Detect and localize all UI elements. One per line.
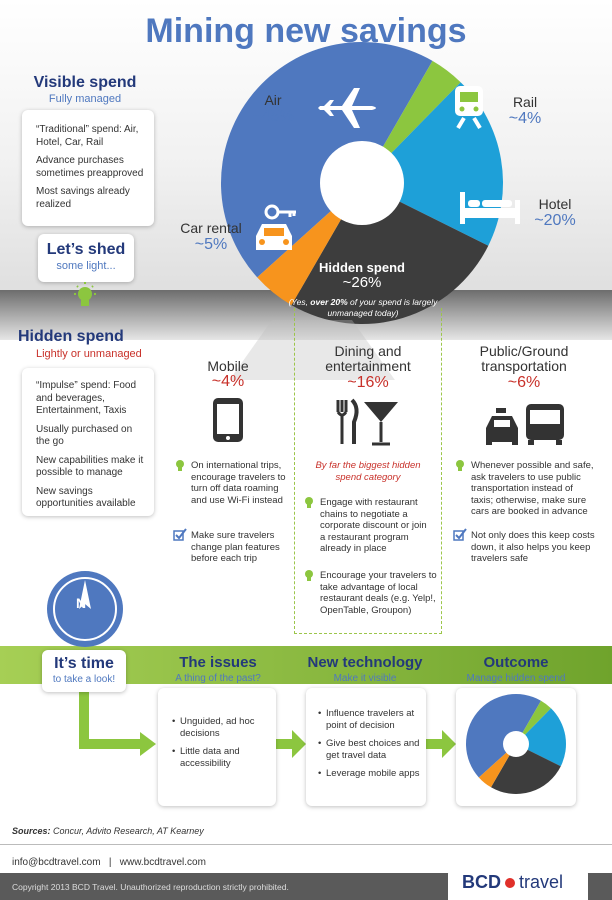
time-card	[42, 650, 126, 692]
taxi-bus-icon	[486, 404, 564, 445]
compass-icon: N	[47, 571, 123, 647]
time-heading: It’s time	[54, 655, 114, 672]
smartphone-icon	[213, 398, 243, 442]
mini-slice-hidden-spend	[491, 744, 561, 794]
car-rental-label: Car rental	[180, 220, 242, 236]
outcome-mini-pie	[466, 694, 566, 794]
list-item: “Traditional” spend: Air, Hotel, Car, Ra…	[36, 124, 139, 148]
pie-slice-hotel	[362, 82, 503, 246]
pie-hole	[320, 141, 404, 225]
hidden-spend-card: “Impulse” spend: Food and beverages, Ent…	[22, 368, 154, 516]
train-icon	[455, 86, 483, 130]
list-item: Most savings already realized	[36, 186, 130, 210]
svg-text:N: N	[76, 595, 86, 611]
list-item: Little data and accessibility	[172, 746, 268, 769]
hidden-spend-note: (Yes, over 20% of your spend is largely …	[288, 297, 438, 318]
logo-box	[448, 866, 588, 900]
bulb-tip-icon	[456, 460, 464, 471]
ground-pct: ~6%	[507, 374, 541, 391]
checkbox-icon	[453, 528, 467, 541]
mini-slice-hotel	[516, 708, 566, 767]
outcome-sub: Manage hidden spend	[466, 673, 566, 684]
bulb-tip-icon	[305, 570, 313, 581]
hotel-label: Hotel	[538, 196, 572, 212]
hidden-spend-pct: ~26%	[342, 274, 382, 291]
contact-info: info@bcdtravel.com | www.bcdtravel.com	[12, 857, 206, 868]
visible-spend-card: “Traditional” spend: Air, Hotel, Car, Ra…	[22, 110, 154, 226]
technology-heading: New technology	[307, 654, 423, 671]
list-item: Advance purchases sometimes preapproved	[36, 155, 144, 179]
sources: Sources: Concur, Advito Research, AT Kea…	[12, 826, 204, 836]
list-item: Usually purchased on the go	[36, 423, 133, 448]
plane-icon	[318, 88, 376, 128]
list-item: New capabilities make it possible to man…	[36, 454, 144, 479]
mobile-label: Mobile	[207, 358, 249, 374]
visible-spend-heading: Visible spend	[33, 74, 137, 91]
dining-tip-2: Encourage your travelers to take advanta…	[320, 570, 437, 616]
issues-sub: A thing of the past?	[175, 673, 261, 684]
checkbox-icon	[173, 528, 187, 541]
mini-slice-car-rental	[478, 744, 516, 788]
list-item: New savings opportunities available	[36, 485, 136, 510]
mobile-tip-2: Make sure travelers change plan features…	[191, 530, 280, 564]
bulb-tip-icon	[176, 460, 184, 471]
technology-card: Influence travelers at point of decision…	[306, 688, 426, 806]
technology-sub: Make it visible	[333, 673, 397, 684]
visible-spend-subheading: Fully managed	[48, 93, 122, 105]
copyright: Copyright 2013 BCD Travel. Unauthorized …	[12, 882, 289, 892]
rail-pct: ~4%	[508, 110, 542, 127]
bed-icon	[460, 192, 520, 224]
list-item: Unguided, ad hoc decisions	[172, 716, 268, 739]
pie-slice-hidden-spend	[291, 183, 489, 324]
list-item: “Impulse” spend: Food and beverages, Ent…	[36, 380, 137, 416]
shed-sub: some light...	[56, 260, 116, 272]
spotlight-cone	[229, 320, 395, 380]
ground-tip-2: Not only does this keep costs down, it a…	[471, 530, 595, 564]
hidden-spend-label: Hidden spend	[319, 260, 405, 275]
list-item: Give best choices and get travel data	[318, 738, 420, 761]
shed-heading: Let’s shed	[46, 241, 126, 258]
issues-card: Unguided, ad hoc decisions Little data a…	[158, 688, 276, 806]
mini-pie-hole	[503, 731, 529, 757]
mobile-tip-1: On international trips, encourage travel…	[191, 460, 286, 506]
air-label: Air	[264, 92, 282, 108]
bulb-tip-icon	[305, 497, 313, 508]
shed-card	[38, 234, 134, 282]
page-title: Mining new savings	[145, 12, 467, 50]
dining-tip-1: Engage with restaurant chains to negotia…	[320, 497, 427, 554]
ground-tip-1: Whenever possible and safe, ask traveler…	[471, 460, 594, 517]
list-item: Leverage mobile apps	[318, 768, 420, 780]
dining-note: By far the biggest hidden spend category	[315, 460, 421, 483]
ground-label: Public/Ground transportation	[479, 343, 569, 374]
hotel-pct: ~20%	[534, 212, 576, 229]
car-rental-pct: ~5%	[194, 236, 228, 253]
dining-pct: ~16%	[347, 374, 389, 391]
air-pct: ~45%	[252, 108, 294, 125]
outcome-heading: Outcome	[483, 654, 549, 671]
mini-slice-air	[466, 694, 541, 778]
cutlery-glass-icon	[336, 398, 398, 446]
car-key-icon	[256, 204, 296, 250]
dining-dashed-box	[294, 308, 442, 634]
mini-slice-rail	[516, 700, 551, 744]
divider	[0, 844, 612, 845]
hidden-spend-subheading: Lightly or unmanaged	[36, 348, 142, 360]
mobile-pct: ~4%	[211, 373, 245, 390]
hidden-spend-heading: Hidden spend	[18, 328, 124, 345]
time-sub: to take a look!	[52, 674, 116, 685]
issues-heading: The issues	[179, 654, 257, 671]
dining-label: Dining and entertainment	[325, 343, 411, 374]
rail-label: Rail	[512, 94, 538, 110]
arrow-path	[79, 688, 456, 758]
lightbulb-icon	[74, 282, 96, 306]
list-item: Influence travelers at point of decision	[318, 708, 420, 731]
